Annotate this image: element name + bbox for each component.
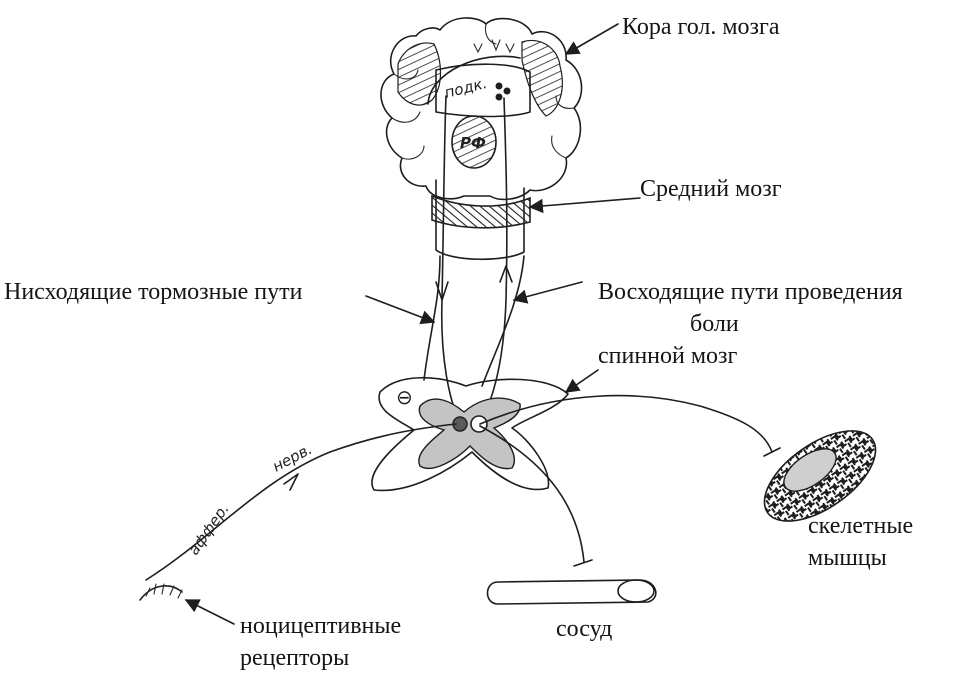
afferent-label-1: аффер. bbox=[185, 500, 233, 558]
cortex-pointer-arrow bbox=[564, 23, 619, 55]
blood-vessel bbox=[486, 579, 657, 605]
descending-pathways-label: Нисходящие тормозные пути bbox=[4, 279, 303, 305]
brain: подк. РФ bbox=[380, 17, 583, 261]
spinal-cord-label: спинной мозг bbox=[598, 343, 738, 369]
afferent-nerve bbox=[145, 423, 457, 581]
spinal-cord-section: ⊖ bbox=[371, 376, 569, 492]
inhibition-sign: ⊖ bbox=[396, 385, 413, 409]
motor-nerve-to-muscle bbox=[479, 394, 773, 453]
reticular-formation bbox=[451, 115, 497, 169]
nociceptive-receptors-label-line1: ноцицептивные bbox=[240, 613, 401, 639]
receptors-pointer-arrow bbox=[184, 599, 235, 625]
vessel-nerve-ending bbox=[573, 559, 593, 567]
cortex-hatched-right bbox=[521, 39, 563, 117]
ascending-pathways-label-line2: боли bbox=[690, 311, 739, 337]
brainstem-outline bbox=[435, 179, 525, 261]
cortex-hatched-left bbox=[397, 42, 442, 106]
skeletal-muscles-label-line1: скелетные bbox=[808, 513, 913, 539]
ascending-pathways-label-line1: Восходящие пути проведения bbox=[598, 279, 903, 305]
spinal-cord-pointer-arrow bbox=[564, 369, 599, 393]
midbrain-band bbox=[431, 194, 531, 229]
vessel-label: сосуд bbox=[556, 616, 612, 642]
reticular-formation-label: РФ bbox=[460, 134, 486, 152]
sympathetic-nerve-to-vessel bbox=[479, 425, 585, 563]
descending-pointer-arrow bbox=[365, 295, 436, 325]
hypothalamus-nucleus bbox=[495, 93, 503, 101]
hypothalamus-nucleus bbox=[503, 87, 511, 95]
nociceptive-receptors-label-line2: рецепторы bbox=[240, 645, 349, 671]
white-matter bbox=[371, 376, 569, 492]
skeletal-muscles-label-line2: мышцы bbox=[808, 545, 887, 571]
hypothalamus-nucleus bbox=[495, 82, 503, 90]
nociceptive-receptors bbox=[139, 583, 183, 601]
gray-matter bbox=[418, 397, 521, 470]
thalamus-region bbox=[435, 63, 531, 118]
skeletal-muscle bbox=[763, 430, 877, 522]
cortex-label: Кора гол. мозга bbox=[622, 14, 780, 40]
afferent-arrow bbox=[283, 473, 299, 491]
midbrain-label: Средний мозг bbox=[640, 176, 782, 202]
projection-neuron bbox=[470, 415, 488, 433]
muscle-nerve-ending bbox=[763, 447, 781, 457]
ascending-pathway bbox=[481, 97, 513, 421]
hypothalamus-label: подк. bbox=[443, 74, 489, 102]
hypothalamus-arc bbox=[427, 55, 521, 105]
ascending-arrow bbox=[499, 265, 513, 283]
cortex-gyri bbox=[391, 23, 575, 160]
midbrain-pointer-arrow bbox=[528, 197, 641, 214]
cortex-neuron-endings bbox=[473, 39, 515, 54]
ascending-pointer-arrow bbox=[512, 281, 583, 304]
